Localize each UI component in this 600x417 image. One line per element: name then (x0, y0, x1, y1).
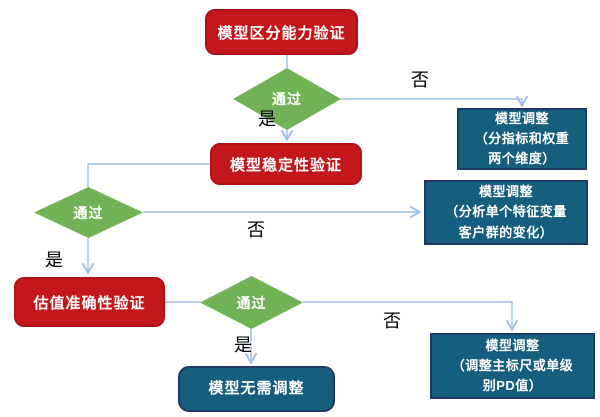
node-valuation-accuracy-validation: 估值准确性验证 (14, 277, 165, 327)
node-label: 模型稳定性验证 (229, 156, 342, 174)
node-label-line2: （调整主标尺或单级 (451, 357, 574, 373)
node-model-stability-validation: 模型稳定性验证 (210, 143, 362, 185)
node-label-line3: 两个维度） (488, 151, 556, 167)
edge-label-no-2: 否 (247, 220, 265, 240)
edge-label-no-3: 否 (383, 311, 401, 331)
node-label: 模型无需调整 (208, 380, 305, 398)
node-label-line3: 别PD值） (482, 378, 543, 394)
edge-label-yes-1: 是 (258, 109, 276, 129)
node-label-line3: 客户群的变化） (458, 224, 554, 240)
connector-stability-to-decision2 (87, 163, 210, 187)
node-model-adjust-master-scale-pd: 模型调整 （调整主标尺或单级 别PD值） (430, 333, 595, 399)
node-model-no-adjustment-needed: 模型无需调整 (178, 366, 335, 412)
decision-label: 通过 (73, 204, 104, 221)
decision-label: 通过 (236, 294, 267, 311)
node-label: 估值准确性验证 (33, 294, 146, 312)
node-label-line2: （分指标和权重 (474, 130, 570, 146)
node-label: 模型区分能力验证 (217, 24, 346, 42)
node-label-line1: 模型调整 (494, 110, 549, 126)
node-label-line1: 模型调整 (478, 184, 533, 200)
connector-decision1-no-to-adjust1 (340, 95, 529, 108)
decision-label: 通过 (272, 91, 302, 107)
connector-decision3-no-to-adjust3 (303, 301, 519, 332)
node-label-line2: （分析单个特征变量 (445, 204, 567, 220)
edge-label-no-1: 否 (411, 70, 429, 90)
node-model-discrimination-validation: 模型区分能力验证 (205, 9, 358, 55)
node-model-adjust-indicator-weight: 模型调整 （分指标和权重 两个维度） (457, 108, 587, 170)
node-model-adjust-feature-variable: 模型调整 （分析单个特征变量 客户群的变化） (424, 180, 588, 245)
edge-label-yes-3: 是 (234, 335, 252, 355)
node-label-line1: 模型调整 (485, 337, 540, 353)
edge-label-yes-2: 是 (45, 250, 63, 270)
